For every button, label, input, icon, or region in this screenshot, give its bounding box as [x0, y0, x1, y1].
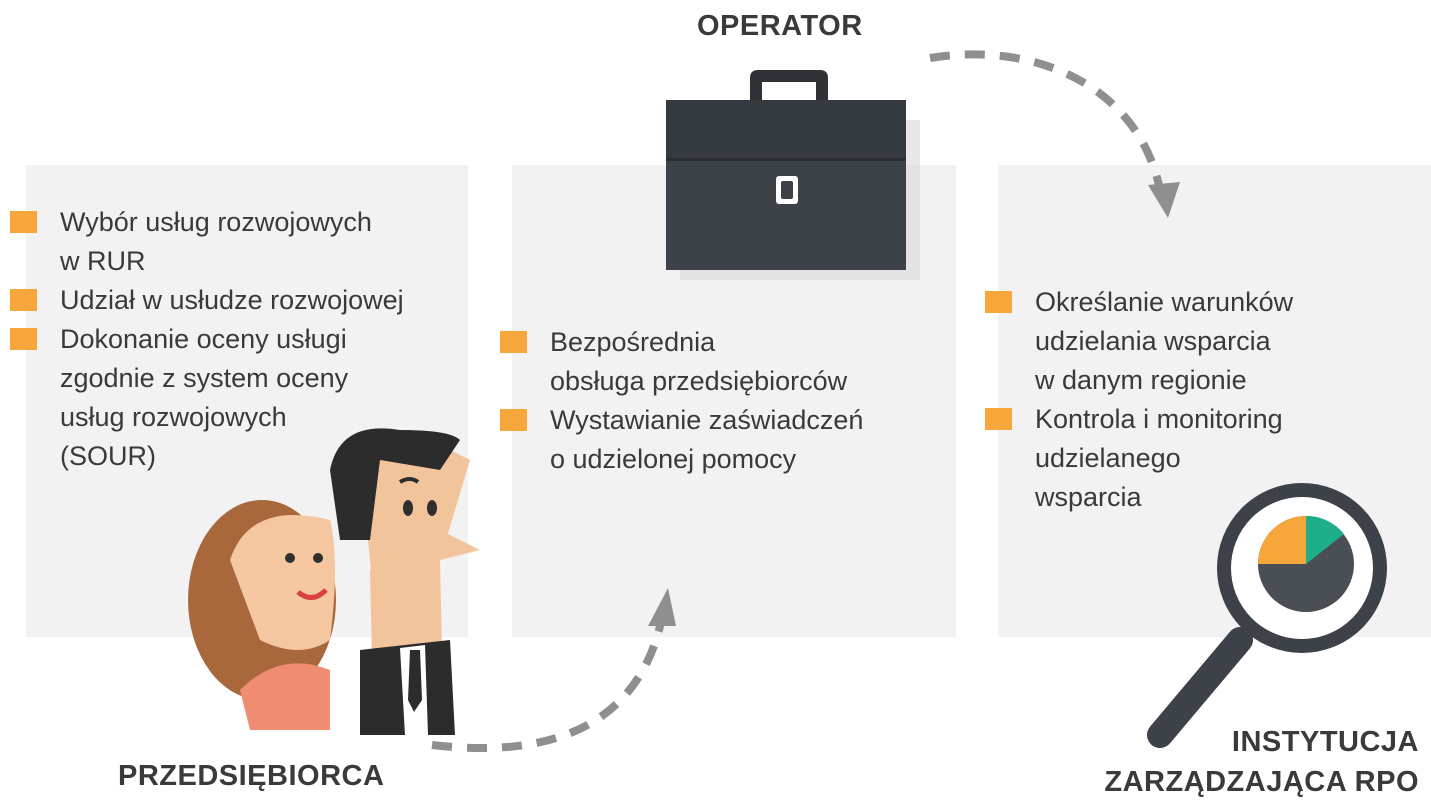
instytucja-label-line2: ZARZĄDZAJĄCA RPO	[1104, 766, 1419, 798]
dashed-arrow-icon	[929, 50, 1180, 218]
list-item: Wybór usług rozwojowych w RUR	[10, 203, 450, 281]
operator-label: OPERATOR	[697, 10, 863, 42]
bullet-square-icon	[500, 331, 527, 353]
list-item: Kontrola i monitoring udzielanego wsparc…	[985, 400, 1425, 517]
dashed-arrow-icon	[431, 588, 676, 752]
list-item: Dokonanie oceny usługi zgodnie z system …	[10, 320, 450, 476]
operator-list: Bezpośrednia obsługa przedsiębiorców Wys…	[500, 323, 940, 479]
list-item: Wystawianie zaświadczeń o udzielonej pom…	[500, 401, 940, 479]
magnifier-pie-icon	[1147, 483, 1387, 748]
bullet-square-icon	[500, 409, 527, 431]
przedsiebiorca-label: PRZEDSIĘBIORCA	[118, 760, 385, 792]
instytucja-list: Określanie warunków udzielania wsparcia …	[985, 283, 1425, 517]
bullet-square-icon	[985, 291, 1012, 313]
list-item: Udział w usłudze rozwojowej	[10, 281, 450, 320]
people-illustration	[188, 428, 480, 735]
bullet-square-icon	[10, 211, 37, 233]
przedsiebiorca-list: Wybór usług rozwojowych w RUR Udział w u…	[10, 203, 450, 476]
instytucja-label: INSTYTUCJA ZARZĄDZAJĄCA RPO	[1104, 722, 1419, 802]
bullet-square-icon	[10, 328, 37, 350]
bullet-square-icon	[10, 289, 37, 311]
bullet-square-icon	[985, 408, 1012, 430]
instytucja-label-line1: INSTYTUCJA	[1231, 726, 1419, 758]
briefcase-icon	[666, 70, 920, 280]
list-item: Określanie warunków udzielania wsparcia …	[985, 283, 1425, 400]
list-item: Bezpośrednia obsługa przedsiębiorców	[500, 323, 940, 401]
